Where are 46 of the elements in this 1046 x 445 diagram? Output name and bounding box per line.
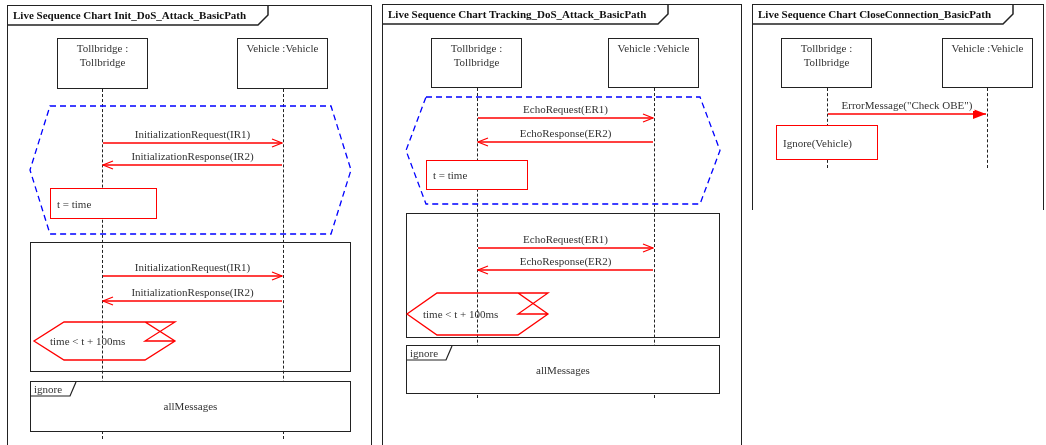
fragment-tab: ignore <box>31 382 77 396</box>
fragment-text: allMessages <box>162 400 219 412</box>
message-arrow <box>102 160 283 170</box>
message-arrow <box>477 113 654 123</box>
time-condition-hexagon: time < t + 100ms <box>407 293 548 335</box>
chart-title: Live Sequence Chart CloseConnection_BasicPath <box>753 5 1014 24</box>
message-arrow <box>102 296 283 306</box>
message-label: EchoRequest(ER1) <box>521 103 610 115</box>
message-label: EchoRequest(ER1) <box>521 233 610 245</box>
message-label: InitializationRequest(IR1) <box>132 128 253 140</box>
message-label: EchoResponse(ER2) <box>517 127 614 139</box>
lifeline <box>987 88 989 168</box>
message-arrow <box>102 271 283 281</box>
message-arrow <box>827 109 987 119</box>
prechart-hexagon <box>406 97 720 204</box>
chart-title: Live Sequence Chart Init_DoS_Attack_BasicPath <box>8 6 269 25</box>
ignore-fragment <box>30 381 351 432</box>
time-condition-hexagon: time < t + 100ms <box>34 322 175 360</box>
lifeline-head: Tollbridge : Tollbridge <box>781 38 872 88</box>
action-box: t = time <box>50 188 157 219</box>
fragment-text: allMessages <box>535 364 591 376</box>
main-chart-box <box>30 242 351 372</box>
message-arrow <box>477 137 654 147</box>
main-chart-box <box>406 213 720 338</box>
message-label: InitializationResponse(IR2) <box>129 286 256 298</box>
lifeline-head: Vehicle :Vehicle <box>942 38 1033 88</box>
message-arrow <box>477 265 654 275</box>
lifeline-head: Vehicle :Vehicle <box>237 38 328 89</box>
lifeline-head: Tollbridge : Tollbridge <box>57 38 148 89</box>
chart-frame <box>7 5 372 445</box>
prechart-hexagon <box>30 106 351 234</box>
action-box: t = time <box>426 160 528 190</box>
message-arrow <box>102 138 283 148</box>
message-label: ErrorMessage("Check OBE") <box>839 99 975 111</box>
lifeline-head: Vehicle :Vehicle <box>608 38 699 88</box>
message-arrow <box>477 243 654 253</box>
chart-frame <box>382 4 742 445</box>
chart-title: Live Sequence Chart Tracking_DoS_Attack_BasicPath <box>383 5 669 24</box>
lifeline-head: Tollbridge : Tollbridge <box>431 38 522 88</box>
ignore-fragment <box>406 345 720 394</box>
chart-frame <box>752 4 1044 210</box>
message-label: InitializationResponse(IR2) <box>129 150 256 162</box>
message-label: EchoResponse(ER2) <box>517 255 614 267</box>
fragment-tab: ignore <box>407 346 453 360</box>
message-label: InitializationRequest(IR1) <box>132 261 253 273</box>
action-box: Ignore(Vehicle) <box>776 125 878 160</box>
